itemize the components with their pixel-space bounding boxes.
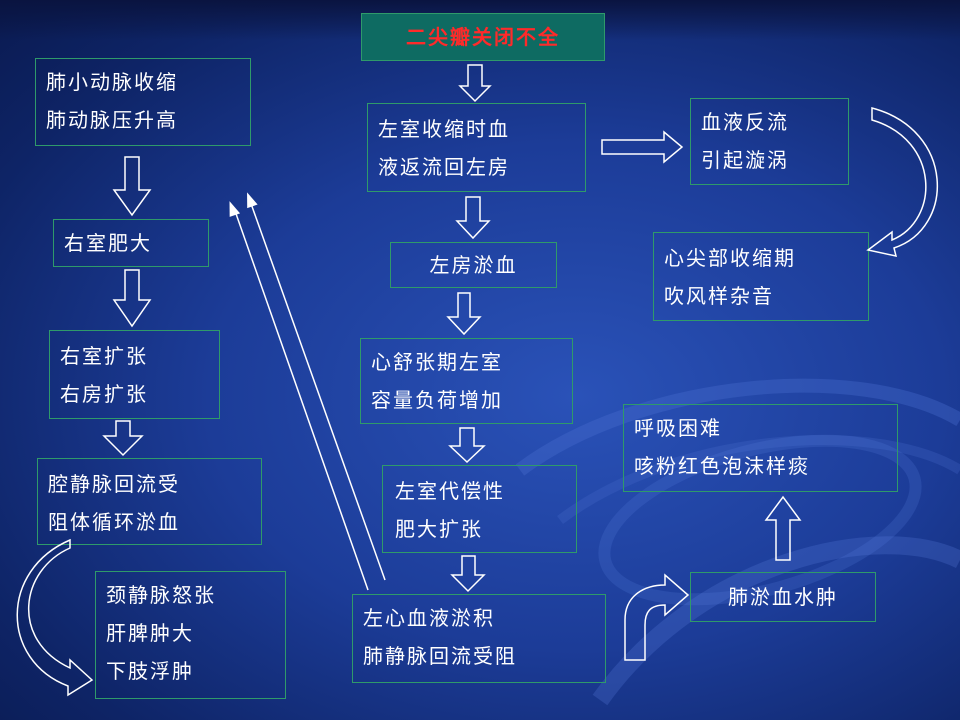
- node-signs-line2: 肝脾肿大: [106, 621, 194, 645]
- node-la-congestion: 左房淤血: [390, 242, 557, 288]
- node-murmur-line1: 心尖部收缩期: [664, 246, 796, 270]
- node-regurgitation-line2: 液返流回左房: [378, 155, 510, 179]
- node-pulm-artery: 肺小动脉收缩 肺动脉压升高: [35, 58, 251, 146]
- node-lv-load-line2: 容量负荷增加: [371, 388, 503, 412]
- node-edema: 肺淤血水肿: [690, 572, 876, 622]
- node-lung-congestion: 左心血液淤积 肺静脉回流受阻: [352, 594, 606, 683]
- arrow-down-icon: [112, 269, 152, 328]
- node-dyspnea: 呼吸困难 咳粉红色泡沫样痰: [623, 404, 898, 492]
- arrow-down-icon: [448, 427, 486, 464]
- node-signs: 颈静脉怒张 肝脾肿大 下肢浮肿: [95, 571, 286, 699]
- node-pulm-artery-line2: 肺动脉压升高: [46, 108, 178, 132]
- node-venous-return-line1: 腔静脉回流受: [48, 472, 180, 496]
- node-dilation-line1: 右室扩张: [60, 344, 148, 368]
- curved-arrow-icon: [624, 573, 690, 661]
- node-signs-line3: 下肢浮肿: [106, 659, 194, 683]
- node-backflow-line1: 血液反流: [701, 110, 789, 134]
- node-la-congestion-label: 左房淤血: [429, 253, 518, 277]
- node-regurgitation: 左室收缩时血 液返流回左房: [367, 103, 586, 192]
- node-dilation: 右室扩张 右房扩张: [49, 330, 220, 419]
- root-node: 二尖瓣关闭不全: [361, 13, 605, 61]
- node-lung-congestion-line1: 左心血液淤积: [363, 606, 495, 630]
- node-venous-return-line2: 阻体循环淤血: [48, 510, 180, 534]
- node-dyspnea-line1: 呼吸困难: [634, 416, 722, 440]
- node-pulm-artery-line1: 肺小动脉收缩: [46, 70, 178, 94]
- node-signs-line1: 颈静脉怒张: [106, 583, 216, 607]
- node-edema-label: 肺淤血水肿: [728, 585, 838, 609]
- node-dilation-line2: 右房扩张: [60, 382, 148, 406]
- node-lv-hypertrophy: 左室代偿性 肥大扩张: [382, 465, 577, 553]
- curved-arrow-icon: [866, 107, 938, 257]
- node-regurgitation-line1: 左室收缩时血: [378, 117, 510, 141]
- arrow-up-icon: [764, 495, 802, 561]
- node-lv-hypertrophy-line1: 左室代偿性: [395, 479, 505, 503]
- node-lung-congestion-line2: 肺静脉回流受阻: [363, 644, 517, 668]
- node-backflow-line2: 引起漩涡: [701, 148, 789, 172]
- node-murmur: 心尖部收缩期 吹风样杂音: [653, 232, 869, 321]
- arrow-down-icon: [458, 64, 492, 103]
- arrow-down-icon: [102, 420, 144, 457]
- arrow-right-icon: [601, 130, 684, 164]
- node-backflow: 血液反流 引起漩涡: [690, 98, 849, 185]
- node-rv-hypertrophy: 右室肥大: [53, 219, 209, 267]
- node-dyspnea-line2: 咳粉红色泡沫样痰: [634, 454, 810, 478]
- arrow-down-icon: [446, 292, 482, 336]
- node-murmur-line2: 吹风样杂音: [664, 284, 774, 308]
- curved-arrow-icon: [16, 538, 94, 697]
- root-label: 二尖瓣关闭不全: [406, 25, 560, 49]
- thin-arrow-line: [233, 207, 369, 591]
- arrow-down-icon: [112, 156, 152, 217]
- node-venous-return: 腔静脉回流受 阻体循环淤血: [37, 458, 262, 545]
- arrow-down-icon: [450, 555, 486, 593]
- node-lv-load-line1: 心舒张期左室: [371, 350, 503, 374]
- arrow-down-icon: [455, 196, 491, 240]
- node-rv-hypertrophy-label: 右室肥大: [64, 231, 152, 255]
- node-lv-hypertrophy-line2: 肥大扩张: [395, 517, 483, 541]
- thin-arrow-line: [248, 197, 386, 581]
- node-lv-load: 心舒张期左室 容量负荷增加: [360, 338, 573, 424]
